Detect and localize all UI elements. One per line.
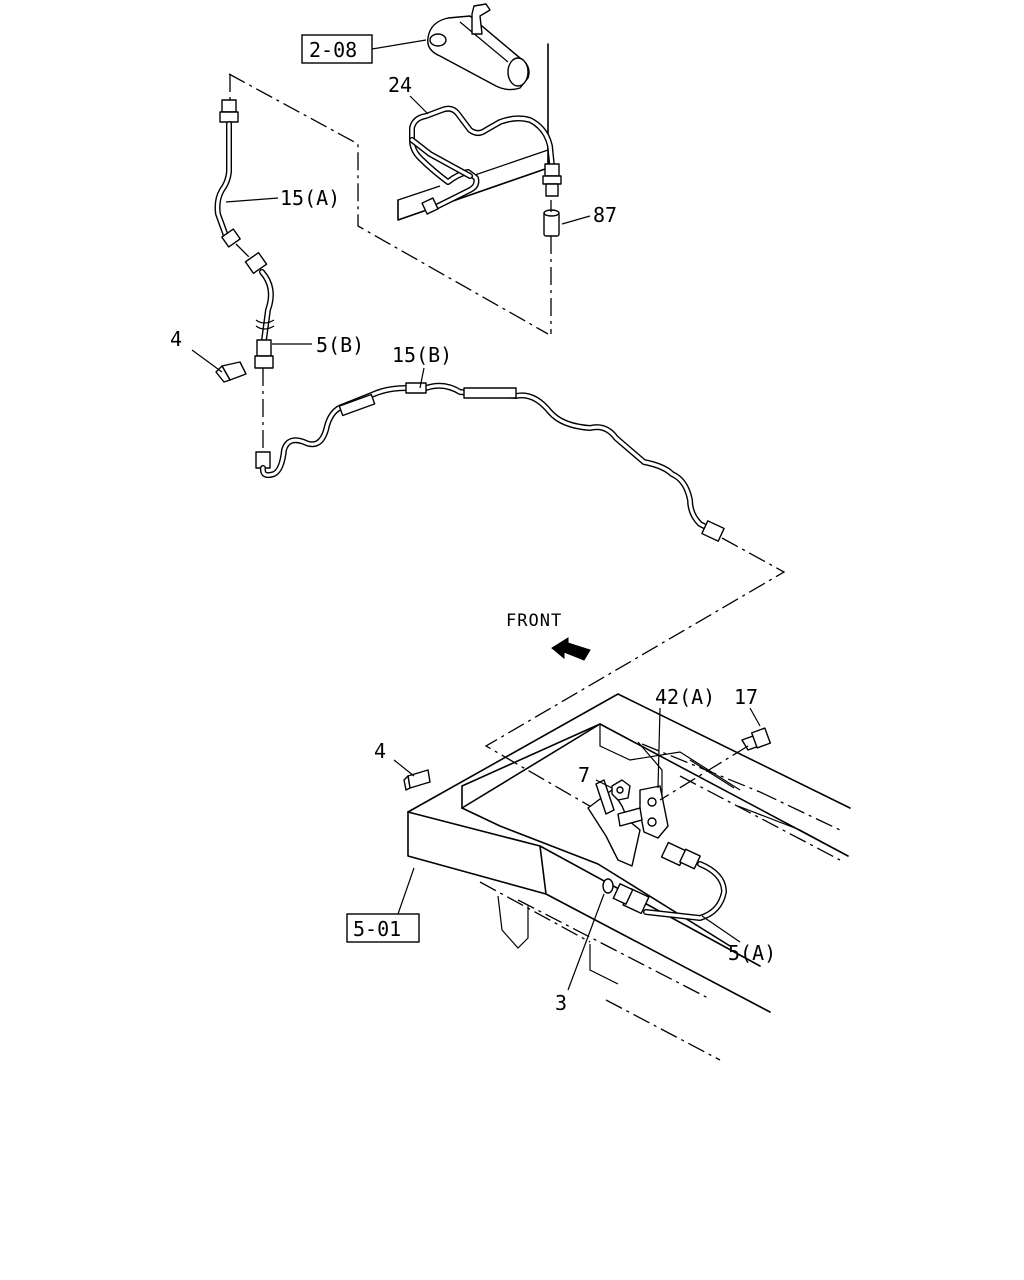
part-label-7: 7 — [578, 763, 590, 787]
ref-label-2-08: 2-08 — [309, 38, 357, 62]
part-label-4-bottom: 4 — [374, 739, 386, 763]
master-cylinder — [427, 3, 530, 91]
clip-4-top — [215, 361, 247, 383]
part-label-15b: 15(B) — [392, 343, 452, 367]
hose-5a — [612, 841, 727, 921]
part-label-17: 17 — [734, 685, 758, 709]
part-label-15a: 15(A) — [280, 186, 340, 210]
ref-box-2-08[interactable]: 2-08 — [301, 34, 373, 64]
pipe-24 — [409, 105, 562, 215]
ref-box-5-01[interactable]: 5-01 — [346, 913, 420, 943]
part-label-42a: 42(A) — [655, 685, 715, 709]
hose-5b — [244, 251, 275, 369]
pipe-15b — [255, 382, 725, 542]
front-arrow-icon — [551, 637, 591, 661]
part-87-sleeve — [543, 209, 560, 237]
chassis-frame — [407, 693, 851, 1061]
part-label-24: 24 — [388, 73, 412, 97]
part-label-5a: 5(A) — [728, 941, 776, 965]
front-label: FRONT — [506, 611, 562, 631]
part-label-87: 87 — [593, 203, 617, 227]
nut-7 — [611, 779, 631, 801]
clip-4-bottom — [403, 769, 431, 791]
ref-label-5-01: 5-01 — [353, 917, 401, 941]
washer-3 — [602, 878, 614, 894]
pipe-15a — [214, 99, 241, 248]
part-label-3: 3 — [555, 991, 567, 1015]
part-label-4-top: 4 — [170, 327, 182, 351]
part-label-5b: 5(B) — [316, 333, 364, 357]
